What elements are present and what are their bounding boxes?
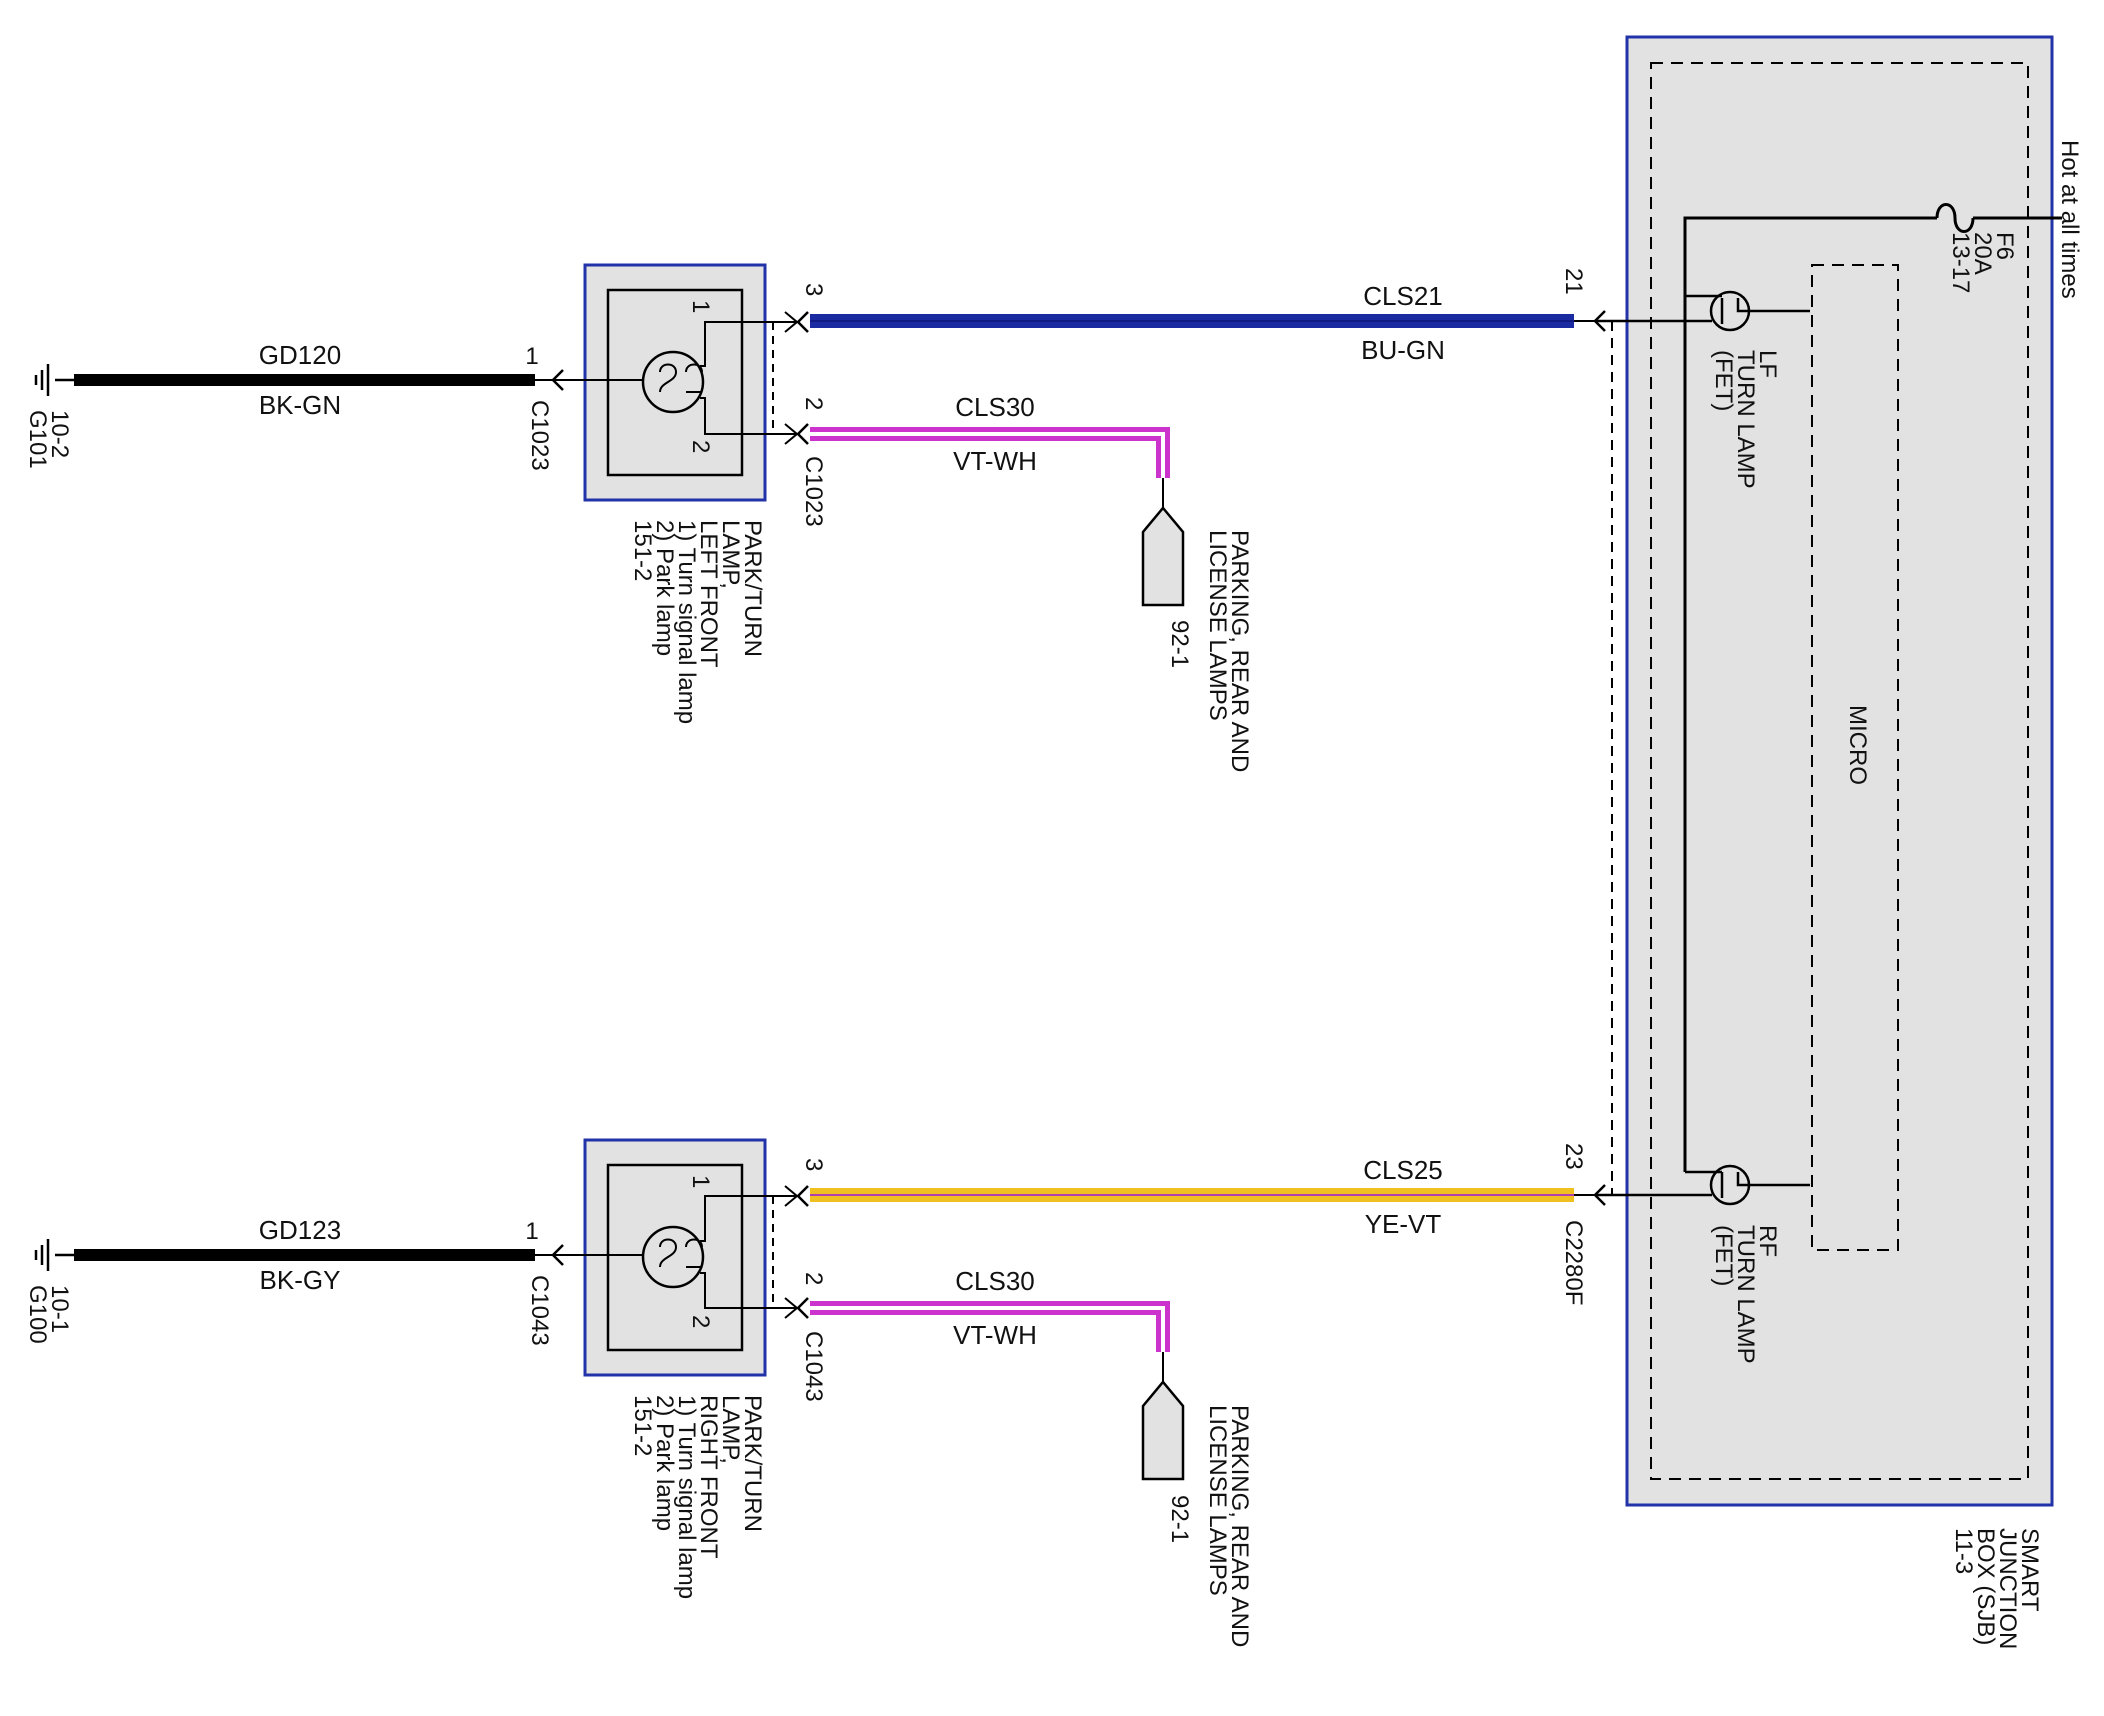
sjb-bus-wire bbox=[1683, 216, 1937, 356]
lamp-bulb-icon bbox=[641, 350, 705, 414]
rf-label-line2: TURN LAMP bbox=[1732, 1225, 1759, 1364]
lamp-desc-line1: PARK/TURN bbox=[739, 520, 766, 657]
lamp-pin1-label: 1 bbox=[687, 300, 714, 313]
lamp-desc-line6: 151-2 bbox=[629, 1395, 656, 1456]
ref-desc-line1: PARKING, REAR AND bbox=[1226, 1405, 1253, 1647]
rf-label-line3: (FET) bbox=[1710, 1225, 1737, 1286]
bu-gn-color-label: BU-GN bbox=[1361, 335, 1445, 365]
gd120-circuit-label: GD120 bbox=[259, 340, 341, 370]
fuse-name-label: F6 bbox=[1991, 232, 2018, 260]
fuse-icon bbox=[1935, 203, 1975, 233]
left-front-lamp-module bbox=[583, 263, 767, 502]
c1023-pin2-connector-icon bbox=[796, 423, 809, 445]
micro-block bbox=[1811, 264, 1899, 1251]
turn-pin-label: 3 bbox=[800, 1158, 827, 1171]
park-connector-label: C1023 bbox=[800, 456, 827, 527]
ref-desc-line1: PARKING, REAR AND bbox=[1226, 530, 1253, 772]
hot-at-all-times-label: Hot at all times bbox=[2056, 140, 2083, 299]
ye-vt-color-label: YE-VT bbox=[1365, 1209, 1442, 1239]
c1043-pin2-connector-icon bbox=[796, 1297, 809, 1319]
park-connector-label: C1043 bbox=[800, 1331, 827, 1402]
lamp-desc-line5: 2) Park lamp bbox=[651, 520, 678, 656]
lf-label-line3: (FET) bbox=[1710, 350, 1737, 411]
lamp-desc-line2: LAMP, bbox=[717, 1395, 744, 1464]
sjb-outline bbox=[1625, 35, 2054, 1507]
vt-wh-color-label: VT-WH bbox=[953, 446, 1037, 476]
lamp-pin2-label: 2 bbox=[687, 440, 714, 453]
lamp-desc-line3: LEFT FRONT bbox=[695, 520, 722, 668]
right-front-circuit: GD123 BK-GY 1 G100 10-1 C1043 1 2 3 2 C1… bbox=[24, 1138, 1596, 1647]
cls25-circuit-label: CLS25 bbox=[1363, 1155, 1443, 1185]
ground-icon bbox=[34, 364, 74, 396]
sjb-name-line1: SMART bbox=[2016, 1528, 2043, 1612]
park-pin-label: 2 bbox=[800, 1272, 827, 1285]
gd123-color-label: BK-GY bbox=[260, 1265, 341, 1295]
ground-pin-label: 1 bbox=[525, 1218, 538, 1245]
sjb-pin-23-label: 23 bbox=[1560, 1143, 1587, 1170]
lamp-desc-line3: RIGHT FRONT bbox=[695, 1395, 722, 1559]
g100-label: G100 bbox=[24, 1285, 51, 1344]
c1023-pin3-connector-icon bbox=[796, 311, 809, 333]
fuse-rating-label: 20A bbox=[1969, 232, 1996, 275]
g101-ref-label: 10-2 bbox=[46, 410, 73, 458]
lamp-pin2-label: 2 bbox=[687, 1315, 714, 1328]
sjb-name-line2: JUNCTION bbox=[1994, 1528, 2021, 1649]
lf-label-line1: LF bbox=[1754, 350, 1781, 378]
ref-page-label: 92-1 bbox=[1166, 620, 1193, 668]
park-pin-label: 2 bbox=[800, 397, 827, 410]
lamp-desc-line1: PARK/TURN bbox=[739, 1395, 766, 1532]
gd120-color-label: BK-GN bbox=[259, 390, 341, 420]
c1043-pin1-connector-icon bbox=[551, 1244, 564, 1266]
c1023-pin1-connector-icon bbox=[551, 369, 564, 391]
lamp-desc-line4: 1) Turn signal lamp bbox=[673, 1395, 700, 1599]
lamp-desc-line2: LAMP, bbox=[717, 520, 744, 589]
c1043-pin3-connector-icon bbox=[796, 1185, 809, 1207]
cls30-circuit-label: CLS30 bbox=[955, 1266, 1035, 1296]
reference-arrow-icon bbox=[1141, 1380, 1185, 1481]
ground-connector-label: C1023 bbox=[526, 400, 553, 471]
rf-label-line1: RF bbox=[1754, 1225, 1781, 1257]
sjb-connector-label: C2280F bbox=[1560, 1220, 1587, 1305]
ref-desc-line2: LICENSE LAMPS bbox=[1204, 1405, 1231, 1596]
fuse-ref-label: 13-17 bbox=[1947, 232, 1974, 293]
sjb-name-line4: 11-3 bbox=[1950, 1528, 1977, 1574]
lf-label-line2: TURN LAMP bbox=[1732, 350, 1759, 489]
cls21-circuit-label: CLS21 bbox=[1363, 281, 1443, 311]
ground-connector-label: C1043 bbox=[526, 1275, 553, 1346]
right-front-lamp-module bbox=[583, 1138, 767, 1377]
lamp-desc-line6: 151-2 bbox=[629, 520, 656, 581]
lamp-pin1-label: 1 bbox=[687, 1175, 714, 1188]
ref-desc-line2: LICENSE LAMPS bbox=[1204, 530, 1231, 721]
reference-arrow-icon bbox=[1141, 506, 1185, 607]
smart-junction-box: Hot at all times F6 20A 13-17 MICRO LF T… bbox=[1560, 35, 2083, 1649]
sjb-pin-21-label: 21 bbox=[1560, 268, 1587, 295]
g100-ref-label: 10-1 bbox=[46, 1285, 73, 1333]
micro-label: MICRO bbox=[1844, 705, 1871, 785]
sjb-name-line3: BOX (SJB) bbox=[1972, 1528, 1999, 1645]
ground-pin-label: 1 bbox=[525, 343, 538, 370]
ref-page-label: 92-1 bbox=[1166, 1495, 1193, 1543]
left-front-circuit: GD120 BK-GN 1 G101 10-2 C1023 1 2 3 2 C1… bbox=[24, 263, 1596, 772]
lamp-desc-line5: 2) Park lamp bbox=[651, 1395, 678, 1531]
lamp-desc-line4: 1) Turn signal lamp bbox=[673, 520, 700, 724]
gd123-circuit-label: GD123 bbox=[259, 1215, 341, 1245]
cls30-circuit-label: CLS30 bbox=[955, 392, 1035, 422]
turn-pin-label: 3 bbox=[800, 283, 827, 296]
lamp-bulb-icon bbox=[641, 1225, 705, 1289]
sjb-inner-dashed bbox=[1650, 62, 2029, 1480]
ground-icon bbox=[34, 1239, 74, 1271]
g101-label: G101 bbox=[24, 410, 51, 469]
vt-wh-color-label: VT-WH bbox=[953, 1320, 1037, 1350]
